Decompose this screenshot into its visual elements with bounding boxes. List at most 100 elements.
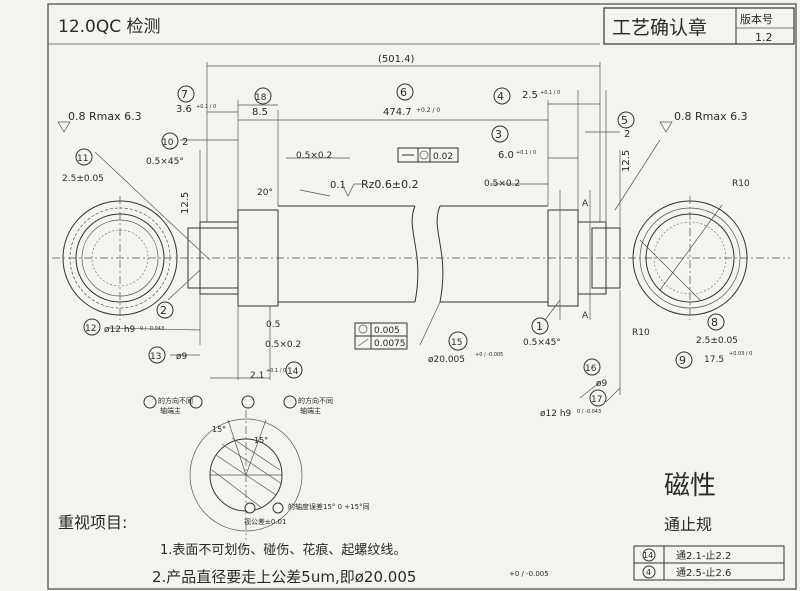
surface-symbol-rz [341, 183, 366, 197]
balloon-17: 17 [591, 395, 602, 405]
angle-15-left: 15° [212, 425, 226, 434]
approval-stamp-label: 工艺确认章 [612, 17, 707, 39]
balloon-2: 2 [160, 304, 167, 317]
version-value: 1.2 [755, 31, 773, 44]
dim-0.5: 0.5 [266, 320, 280, 330]
gauge-title: 通止规 [664, 515, 712, 534]
shaft-side-view [187, 190, 621, 320]
section-detail: 15° 15° 的轴度误差15° 0 +15°同 视公差±0.01 [189, 410, 370, 540]
fcf-runout-value: 0.0075 [374, 339, 406, 349]
surface-rz-prefix: 0.1 [330, 180, 346, 191]
balloon-15: 15 [451, 338, 462, 348]
dim-3.6: 3.6 [176, 104, 192, 115]
dim-2-left: 2 [182, 137, 188, 148]
dim-dia12-right: ø12 h9 [540, 409, 572, 419]
balloon-12: 12 [85, 324, 96, 334]
note-d: 视公差±0.01 [244, 517, 286, 526]
dim-chamfer-left: 0.5×45° [146, 157, 184, 167]
balloon-6: 6 [400, 86, 407, 99]
dim-2.5-top-tol: +0.1 / 0 [540, 90, 560, 96]
dim-2.1-tol: +0.1 / 0 [266, 368, 286, 374]
surface-symbol-left [57, 121, 71, 133]
balloon-16: 16 [585, 364, 597, 374]
note-a: 的方向不同 [158, 396, 193, 405]
surface-symbol-right [659, 121, 673, 133]
balloon-10: 10 [162, 138, 174, 148]
dim-2-right: 2 [624, 129, 630, 140]
fcf-flatness: 0.02 [397, 147, 459, 163]
datum-a-bottom: A [582, 311, 589, 321]
dim-0.5x0.2-bottom: 0.5×0.2 [265, 340, 301, 350]
gauge-table: 14 通2.1-止2.2 4 通2.5-止2.6 [633, 545, 785, 581]
dim-dia20-tol: +0 / -0.005 [475, 352, 503, 358]
balloon-4: 4 [497, 90, 504, 103]
balloon-18: 18 [255, 93, 267, 103]
angle-15-right: 15° [254, 436, 268, 445]
extension-lines [199, 62, 621, 395]
dim-0.5x0.2-right: 0.5×0.2 [484, 179, 520, 189]
dim-dia20: ø20.005 [428, 355, 465, 365]
dim-6.0: 6.0 [498, 150, 514, 161]
dim-474: 474.7 [383, 107, 412, 118]
balloon-14: 14 [287, 367, 299, 377]
fcf-circularity-value: 0.005 [374, 326, 400, 336]
keypoints-title: 重视项目: [58, 513, 127, 532]
gauge-row-1-num: 14 [643, 551, 653, 560]
dim-6.0-tol: +0.1 / 0 [516, 150, 536, 156]
dim-dia9-left: ø9 [176, 352, 188, 362]
fcf-flatness-value: 0.02 [433, 152, 453, 162]
dimension-lines [180, 65, 620, 379]
datum-a-top: A [582, 199, 589, 209]
notes-row: 的方向不同 轴端主 的方向不同 轴端主 [143, 395, 333, 415]
version-label: 版本号 [740, 12, 773, 26]
sheet-border [47, 3, 797, 590]
keypoint-2: 2.产品直径要走上公差5um,即ø20.005 [152, 568, 416, 586]
dim-2.5-left: 2.5±0.05 [62, 174, 104, 184]
note-a2: 轴端主 [160, 406, 181, 415]
dim-r10-top: R10 [732, 179, 750, 189]
dim-2.5-top: 2.5 [522, 90, 538, 101]
dim-overall: (501.4) [378, 54, 415, 65]
balloon-8: 8 [711, 316, 718, 329]
dim-2.1: 2.1 [250, 371, 264, 381]
dim-chamfer-right: 0.5×45° [523, 338, 561, 348]
surface-rmax-left: 0.8 Rmax 6.3 [68, 110, 142, 123]
dim-3.6-tol: +0.1 / 0 [196, 104, 216, 110]
left-end-view [62, 196, 178, 320]
dim-8.5: 8.5 [252, 107, 268, 118]
dim-474-tol: +0.2 / 0 [416, 107, 440, 114]
dim-17.5: 17.5 [704, 355, 724, 365]
dim-12.5-left: 12.5 [180, 192, 191, 214]
balloon-3: 3 [495, 128, 502, 141]
sheet-title: 12.0QC 检测 [58, 17, 161, 37]
dim-dia9-right: ø9 [596, 379, 608, 389]
dim-dia12-left: ø12 h9 [104, 325, 136, 335]
leader-lines [94, 139, 661, 403]
fcf-circularity-runout: 0.005 0.0075 [354, 322, 408, 350]
gauge-row-2-value: 通2.5-止2.6 [676, 567, 731, 579]
gauge-row-1-value: 通2.1-止2.2 [676, 550, 731, 562]
balloon-9: 9 [679, 354, 686, 367]
dim-dia12-right-tol: 0 / -0.043 [577, 409, 601, 415]
balloon-13: 13 [150, 352, 161, 362]
surface-rmax-right: 0.8 Rmax 6.3 [674, 110, 748, 123]
keypoint-2-tol: +0 / -0.005 [509, 570, 549, 578]
dim-17.5-tol: +0.03 / 0 [729, 351, 752, 357]
surface-rz: Rz0.6±0.2 [361, 178, 419, 191]
dim-2.5-right: 2.5±0.05 [696, 336, 738, 346]
balloon-5: 5 [621, 114, 628, 127]
note-b: 的方向不同 [298, 396, 333, 405]
keypoint-1: 1.表面不可划伤、碰伤、花痕、起螺纹线。 [160, 542, 406, 558]
gauge-row-2-num: 4 [646, 568, 651, 577]
dim-12.5-right: 12.5 [621, 150, 632, 172]
dim-dia12-left-tol: 0 / -0.043 [140, 326, 164, 332]
dim-angle-20: 20° [257, 188, 273, 198]
balloons: 7 18 6 4 3 5 10 11 2 12 13 14 15 1 16 17… [75, 83, 725, 407]
note-b2: 轴端主 [300, 406, 321, 415]
balloon-7: 7 [181, 88, 188, 101]
dim-0.5x0.2-top: 0.5×0.2 [296, 151, 332, 161]
balloon-1: 1 [536, 320, 543, 333]
approval-box [603, 7, 795, 45]
right-end-view [632, 196, 748, 320]
